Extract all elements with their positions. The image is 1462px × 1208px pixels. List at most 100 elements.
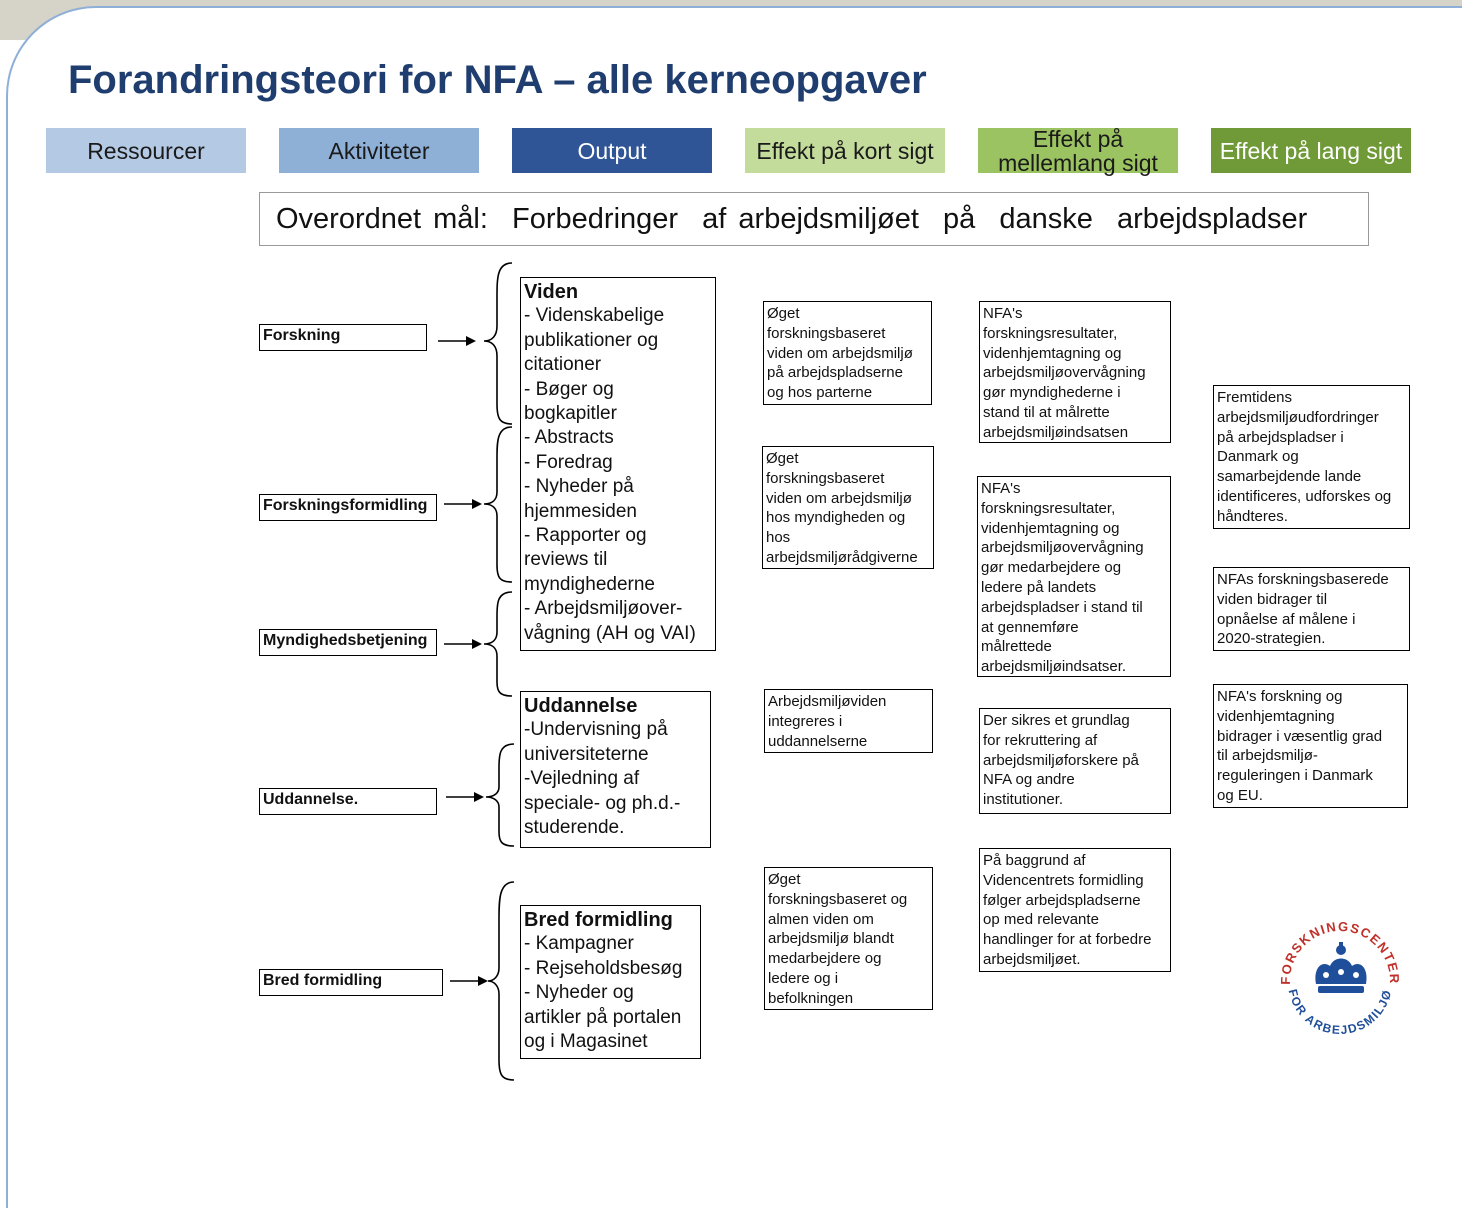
text-line: arbejdsmiljøindsatsen xyxy=(983,423,1129,441)
text-line: NFAs forskningsbaserede xyxy=(1217,571,1389,588)
text-line: viden bidrager til xyxy=(1217,590,1328,608)
text-line: for rekruttering af xyxy=(983,731,1098,749)
output-uddannelse-line: -Vejledning af xyxy=(524,768,640,790)
text-line: arbejdsmiljøet. xyxy=(983,950,1081,968)
text-line: handlinger for at forbedre xyxy=(983,931,1152,949)
text-line: på arbejdspladser i xyxy=(1217,428,1344,446)
medium-term-effect-2: NFA's forskningsresultater, videnhjemtag… xyxy=(977,476,1171,677)
brace-forskningsformidling xyxy=(483,426,513,583)
output-viden-heading: Viden xyxy=(524,281,579,303)
text-line: På baggrund af xyxy=(983,852,1086,869)
overall-goal: Overordnet mål: Forbedringer af arbejdsm… xyxy=(259,192,1369,246)
text-line: på arbejdspladserne xyxy=(767,364,903,382)
short-term-effect-3: Arbejdsmiljøviden integreres i uddannels… xyxy=(764,689,933,753)
arrowhead-forskningsformidling xyxy=(472,499,482,509)
text-line: videnhjemtagning og xyxy=(981,519,1120,537)
text-line: op med relevante xyxy=(983,911,1099,929)
arrowhead-myndighedsbetjening xyxy=(472,639,482,649)
header-effekt-kort: Effekt på kort sigt xyxy=(745,128,945,173)
output-bred-line: - Kampagner xyxy=(524,933,634,955)
header-effekt-lang: Effekt på lang sigt xyxy=(1211,128,1411,173)
text-line: forskningsresultater, xyxy=(983,324,1118,342)
activity-forskning: Forskning xyxy=(259,324,427,351)
text-line: arbejdsmiljøovervågning xyxy=(981,539,1144,557)
text-line: forskningsbaseret xyxy=(767,324,886,342)
brace-uddannelse xyxy=(485,743,515,847)
text-line: Der sikres et grundlag xyxy=(983,712,1130,729)
output-bred-line: og i Magasinet xyxy=(524,1031,648,1053)
text-line: viden om arbejdsmiljø xyxy=(767,344,913,362)
text-line: befolkningen xyxy=(768,989,854,1007)
crown-icon xyxy=(1315,942,1367,993)
text-line: at gennemføre xyxy=(981,618,1079,636)
text-line: gør medarbejdere og xyxy=(981,559,1122,577)
header-ressourcer: Ressourcer xyxy=(46,128,246,173)
text-line: NFA's forskning og xyxy=(1217,688,1343,705)
text-line: videnhjemtagning xyxy=(1217,707,1335,725)
text-line: arbejdsmiljørådgiverne xyxy=(766,548,918,566)
text-line: opnåelse af målene i xyxy=(1217,610,1356,628)
text-line: ledere på landets xyxy=(981,578,1097,596)
text-line: samarbejdende lande xyxy=(1217,468,1362,486)
output-viden-line: publikationer og xyxy=(524,329,659,351)
arrowhead-uddannelse xyxy=(474,792,484,802)
text-line: arbejdsmiljøudfordringer xyxy=(1217,408,1379,426)
output-viden-line: - Arbejdsmiljøover- xyxy=(524,598,683,620)
output-viden-line: - Rapporter og xyxy=(524,525,647,547)
text-line: Øget xyxy=(767,305,800,322)
short-term-effect-2: Øget forskningsbaseret viden om arbejdsm… xyxy=(762,446,934,569)
text-line: videnhjemtagning og xyxy=(983,344,1122,362)
long-term-effect-1: Fremtidens arbejdsmiljøudfordringer på a… xyxy=(1213,385,1410,529)
output-viden-line: reviews til xyxy=(524,549,608,571)
text-line: uddannelserne xyxy=(768,732,868,750)
medium-term-effect-1: NFA's forskningsresultater, videnhjemtag… xyxy=(979,301,1171,443)
nfa-logo: FORSKNINGSCENTER FOR ARBEJDSMILJØ xyxy=(1278,919,1401,1037)
output-uddannelse-line: studerende. xyxy=(524,817,625,839)
text-line: gør myndighederne i xyxy=(983,384,1121,402)
short-term-effect-4: Øget forskningsbaseret og almen viden om… xyxy=(764,867,933,1010)
output-viden-line: - Nyheder på xyxy=(524,476,634,498)
output-uddannelse: Uddannelse -Undervisning på universitete… xyxy=(520,691,711,848)
text-line: arbejdspladser i stand til xyxy=(981,598,1143,616)
output-uddannelse-line: universiteterne xyxy=(524,743,649,765)
output-bred-line: - Nyheder og xyxy=(524,982,634,1004)
output-bred-formidling: Bred formidling - Kampagner - Rejseholds… xyxy=(520,905,701,1059)
text-line: til arbejdsmiljø- xyxy=(1217,747,1318,765)
output-uddannelse-heading: Uddannelse xyxy=(524,695,638,717)
logo-bottom-text: FOR ARBEJDSMILJØ xyxy=(1286,987,1395,1037)
text-line: identificeres, udforskes og xyxy=(1217,487,1392,505)
page-title: Forandringsteori for NFA – alle kerneopg… xyxy=(68,58,927,102)
text-line: almen viden om xyxy=(768,910,874,928)
text-line: institutioner. xyxy=(983,791,1064,809)
text-line: forskningsbaseret xyxy=(766,469,885,487)
output-uddannelse-line: -Undervisning på xyxy=(524,719,668,741)
text-line: Arbejdsmiljøviden xyxy=(768,693,887,710)
long-term-effect-3: NFA's forskning og videnhjemtagning bidr… xyxy=(1213,684,1408,808)
output-viden-line: - Abstracts xyxy=(524,427,614,449)
text-line: viden om arbejdsmiljø xyxy=(766,489,912,507)
text-line: og hos parterne xyxy=(767,384,873,402)
short-term-effect-1: Øget forskningsbaseret viden om arbejdsm… xyxy=(763,301,932,405)
text-line: NFA og andre xyxy=(983,771,1075,789)
activity-bred-formidling: Bred formidling xyxy=(259,969,443,996)
text-line: forskningsresultater, xyxy=(981,499,1116,517)
output-viden-line: - Bøger og xyxy=(524,378,614,400)
text-line: Øget xyxy=(768,871,801,888)
output-viden-line: bogkapitler xyxy=(524,403,617,425)
output-viden-line: hjemmesiden xyxy=(524,500,637,522)
output-bred-line: - Rejseholdsbesøg xyxy=(524,957,683,979)
text-line: arbejdsmiljøindsatser. xyxy=(981,658,1127,676)
arrowhead-forskning xyxy=(466,336,476,346)
header-aktiviteter: Aktiviteter xyxy=(279,128,479,173)
text-line: arbejdsmiljø blandt xyxy=(768,930,894,948)
medium-term-effect-4: På baggrund af Videncentrets formidling … xyxy=(979,848,1171,972)
text-line: medarbejdere og xyxy=(768,950,882,968)
output-bred-line: artikler på portalen xyxy=(524,1006,682,1028)
text-line: Fremtidens xyxy=(1217,389,1293,406)
arrowhead-bred-formidling xyxy=(478,976,488,986)
output-viden-line: citationer xyxy=(524,354,602,376)
output-viden-line: - Foredrag xyxy=(524,451,613,473)
text-line: og EU. xyxy=(1217,786,1263,804)
output-viden-line: vågning (AH og VAI) xyxy=(524,622,696,644)
